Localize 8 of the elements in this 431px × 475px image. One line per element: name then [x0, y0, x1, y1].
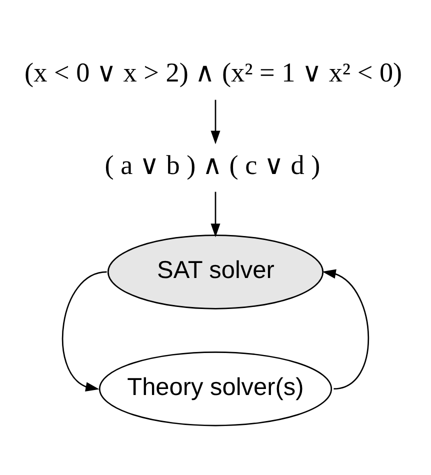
arrow	[322, 268, 370, 390]
arrow	[210, 99, 220, 144]
node-ellipse: SAT solver	[107, 234, 324, 309]
node-ellipse: Theory solver(s)	[98, 351, 332, 426]
arrow	[210, 191, 220, 237]
node-text: (x < 0 ∨ x > 2) ∧ (x² = 1 ∨ x² < 0)	[24, 57, 402, 88]
arrow	[62, 270, 107, 391]
node-text: ( a ∨ b ) ∧ ( c ∨ d )	[104, 150, 320, 180]
